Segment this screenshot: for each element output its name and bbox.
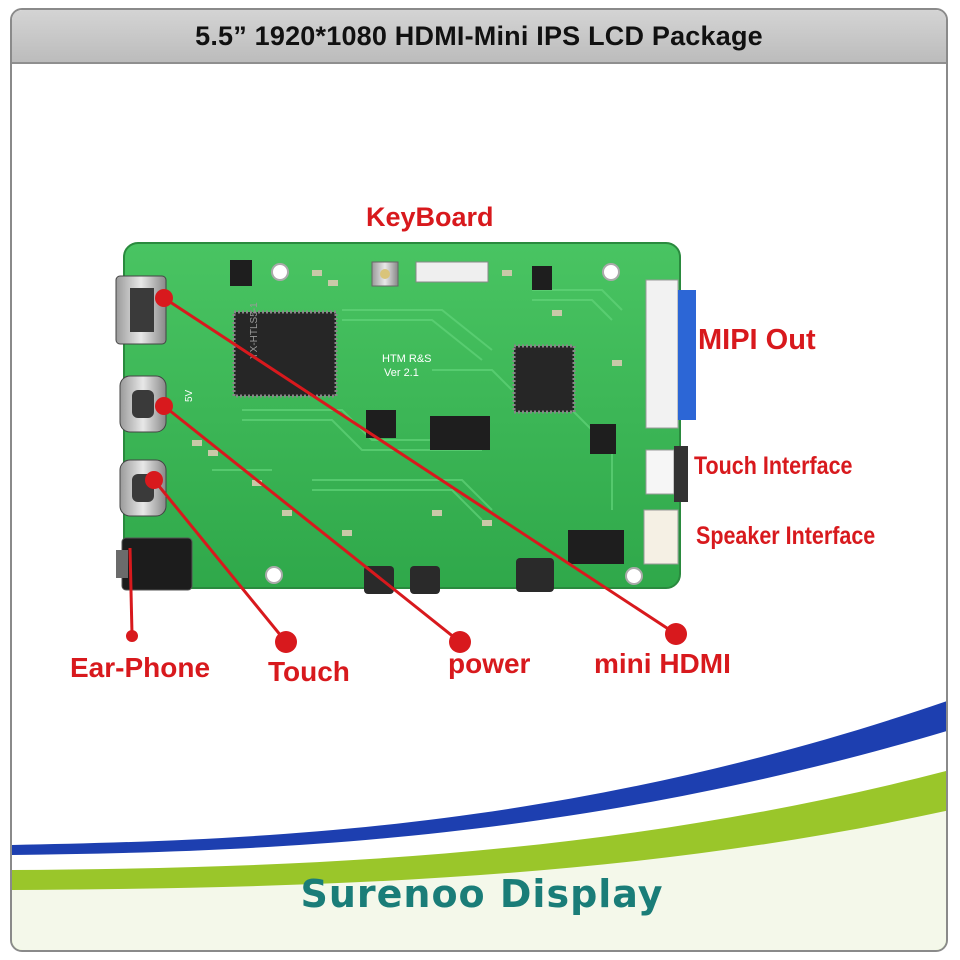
silkscreen-line-1: HTM R&S — [382, 353, 432, 365]
ear-phone-label: Ear-Phone — [70, 652, 211, 683]
title-bar: 5.5” 1920*1080 HDMI-Mini IPS LCD Package — [12, 10, 946, 64]
callout-lines — [128, 296, 677, 644]
chip-marking: YX-HTLS5-1 — [249, 302, 260, 359]
board-illustration: YX-HTLS5-1 — [12, 242, 946, 950]
keyboard-label: KeyBoard — [366, 202, 494, 232]
brand-name: Surenoo Display — [300, 872, 664, 916]
product-image-frame: 5.5” 1920*1080 HDMI-Mini IPS LCD Package — [10, 8, 948, 952]
page-title: 5.5” 1920*1080 HDMI-Mini IPS LCD Package — [195, 20, 763, 51]
voltage-mark: 5V — [184, 389, 195, 402]
silkscreen-line-2: Ver 2.1 — [384, 367, 419, 379]
callout-dots — [126, 289, 687, 653]
touch-label: Touch — [268, 656, 350, 687]
touch-interface-label: Touch Interface — [694, 452, 853, 480]
power-label: power — [448, 648, 531, 679]
mini-hdmi-label: mini HDMI — [594, 648, 731, 679]
pcb-board: YX-HTLS5-1 — [115, 242, 696, 594]
background-swoosh — [12, 701, 946, 950]
mipi-out-label: MIPI Out — [698, 324, 816, 356]
speaker-interface-label: Speaker Interface — [696, 522, 876, 550]
